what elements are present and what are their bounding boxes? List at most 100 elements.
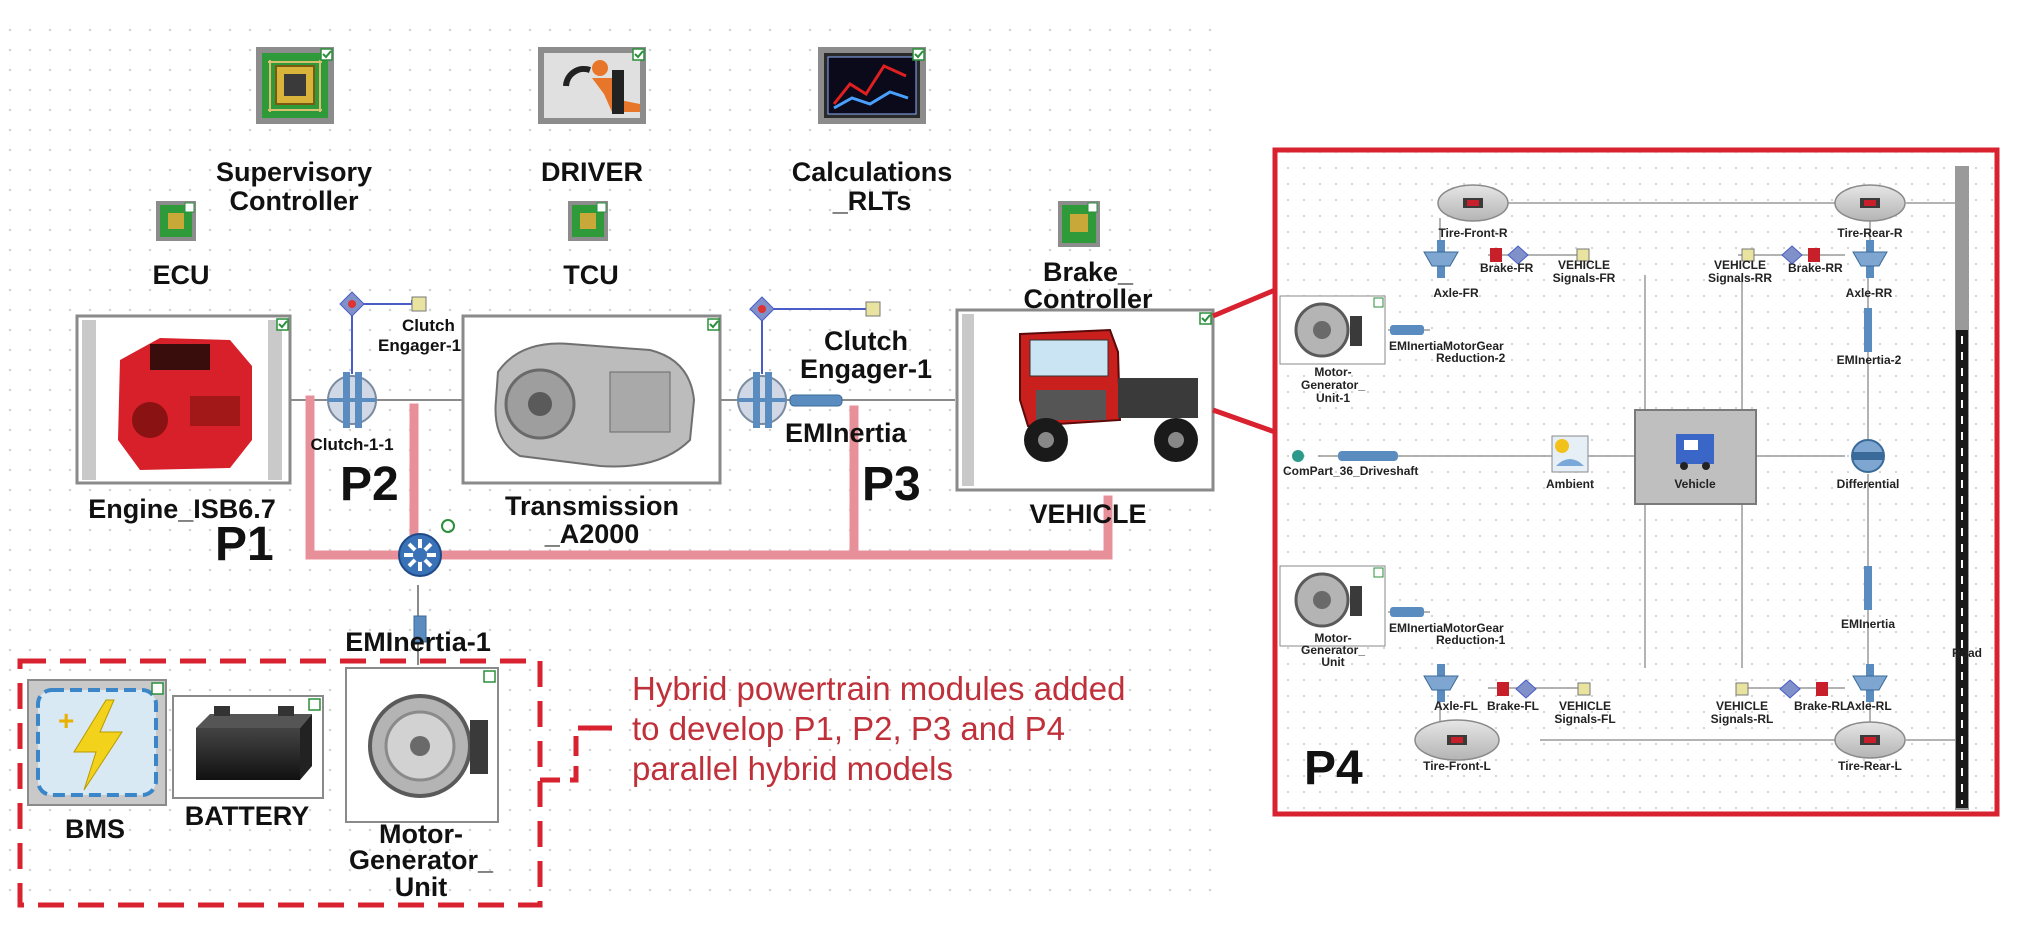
brake-controller-label-1: Brake_: [1043, 257, 1134, 287]
p1-label: P1: [215, 518, 274, 571]
calc-label-2: _RLTs: [832, 186, 912, 216]
pink-electrical-links: [305, 395, 1113, 560]
supervisory-label-2: Controller: [229, 186, 358, 216]
eminertia-1-shaft[interactable]: [413, 615, 427, 643]
tcu-label: TCU: [563, 260, 619, 290]
veh-sig-fr-icon[interactable]: [1576, 248, 1590, 262]
battery-block[interactable]: [172, 695, 324, 799]
bms-label: BMS: [65, 814, 125, 844]
clutch-1-1[interactable]: [327, 372, 377, 428]
p4-ambient-label: Ambient: [1546, 477, 1594, 491]
brake-rl-label: Brake-RL: [1794, 699, 1847, 713]
road-block[interactable]: [1955, 166, 1969, 810]
p4-emi-gear2-label-1: EMInertiaMotorGear: [1389, 339, 1504, 353]
eminertia-label: EMInertia: [785, 418, 908, 448]
clutch-engager-small-label-1: Clutch: [402, 316, 455, 335]
veh-sig-rr-label-1: VEHICLE: [1714, 258, 1766, 272]
eminertia-shaft[interactable]: [789, 394, 843, 407]
veh-sig-rl-icon[interactable]: [1735, 682, 1749, 696]
p4-mgu-2[interactable]: [1279, 565, 1386, 647]
clutch-engager-big-icon[interactable]: [749, 296, 881, 322]
engine-block[interactable]: [75, 314, 292, 485]
p4-label: P4: [1304, 742, 1363, 795]
hybrid-bracket: [540, 725, 590, 783]
veh-sig-fl-label-1: VEHICLE: [1559, 699, 1611, 713]
mgu-label-3: Unit: [395, 872, 447, 902]
clutch-engager-small-icon[interactable]: [339, 291, 427, 317]
clutch-engager-big-label-1: Clutch: [824, 326, 908, 356]
p4-driveshaft[interactable]: [1338, 451, 1398, 461]
tire-fl-label: Tire-Front-L: [1423, 759, 1491, 773]
tire-rear-r[interactable]: [1834, 184, 1906, 222]
p4-mgu2-label-1: Motor-: [1314, 631, 1351, 645]
brake-fl[interactable]: [1497, 679, 1537, 699]
axle-rl[interactable]: [1852, 664, 1888, 702]
axle-fl[interactable]: [1423, 664, 1459, 702]
p4-mgu1-label-2: Generator_: [1301, 378, 1365, 392]
p4-eminertia-shaft[interactable]: [1864, 566, 1872, 610]
p4-emi-gear1-label-1: EMInertiaMotorGear: [1389, 621, 1504, 635]
veh-sig-rl-label-1: VEHICLE: [1716, 699, 1768, 713]
axle-rr[interactable]: [1852, 240, 1888, 278]
tire-front-r[interactable]: [1437, 184, 1509, 222]
driver-block[interactable]: [538, 47, 646, 124]
p4-ambient[interactable]: [1551, 435, 1589, 473]
callout-line-top: [1212, 287, 1276, 319]
bms-block[interactable]: +: [27, 679, 167, 806]
vehicle-block[interactable]: [955, 308, 1215, 492]
brake-fr[interactable]: [1490, 245, 1529, 265]
p4-emi-gear2-shaft[interactable]: [1390, 325, 1424, 335]
callout-line-bottom: [1212, 407, 1276, 435]
p4-emi-gear2-label-2: Reduction-2: [1436, 351, 1506, 365]
p4-differential[interactable]: [1851, 439, 1885, 473]
axle-fr[interactable]: [1423, 240, 1459, 278]
ecu-label: ECU: [152, 260, 209, 290]
transmission-block[interactable]: [461, 314, 722, 485]
tcu-block[interactable]: [568, 201, 608, 241]
p4-vehicle[interactable]: [1634, 409, 1757, 505]
veh-sig-fl-icon[interactable]: [1577, 682, 1591, 696]
electrical-hub[interactable]: [398, 533, 442, 577]
clutch-p3[interactable]: [737, 372, 787, 428]
eminertia-1-label: EMInertia-1: [345, 627, 491, 657]
svg-text:+: +: [58, 705, 74, 736]
p4-emi-gear1-shaft[interactable]: [1390, 607, 1424, 617]
driver-label: DRIVER: [541, 157, 643, 187]
p4-eminertia2-shaft[interactable]: [1864, 308, 1872, 352]
tire-fr-label: Tire-Front-R: [1438, 226, 1507, 240]
transmission-label-1: Transmission: [505, 491, 679, 521]
p4-mgu2-label-2: Generator_: [1301, 643, 1365, 657]
brake-fr-label: Brake-FR: [1480, 261, 1534, 275]
p4-mgu1-label-3: Unit-1: [1316, 391, 1350, 405]
p4-differential-label: Differential: [1837, 477, 1900, 491]
brake-rr[interactable]: [1781, 245, 1820, 265]
brake-fl-label: Brake-FL: [1487, 699, 1539, 713]
axle-fl-label: Axle-FL: [1434, 699, 1478, 713]
p4-vehicle-label: Vehicle: [1674, 477, 1716, 491]
note-line-3: parallel hybrid models: [632, 750, 953, 787]
brake-rl[interactable]: [1779, 679, 1828, 699]
veh-sig-fr-label-2: Signals-FR: [1553, 271, 1616, 285]
p4-mgu-1[interactable]: [1279, 295, 1386, 365]
ecu-block[interactable]: [156, 201, 196, 241]
tire-rear-l[interactable]: [1834, 721, 1906, 759]
vehicle-label: VEHICLE: [1029, 499, 1146, 529]
p4-eminertia-label: EMInertia: [1841, 617, 1895, 631]
veh-sig-rr-icon[interactable]: [1741, 248, 1755, 262]
supervisory-label-1: Supervisory: [216, 157, 372, 187]
clutch-1-1-label: Clutch-1-1: [310, 435, 393, 454]
mgu-label-1: Motor-: [379, 819, 463, 849]
calculations-block[interactable]: [818, 47, 926, 124]
p4-compart-icon[interactable]: [1292, 450, 1304, 462]
tire-rl-label: Tire-Rear-L: [1838, 759, 1902, 773]
battery-label: BATTERY: [185, 801, 310, 831]
supervisory-controller-block[interactable]: [256, 47, 334, 124]
p4-emi-gear1-label-2: Reduction-1: [1436, 633, 1506, 647]
tire-front-l[interactable]: [1414, 719, 1500, 761]
p4-compart-label: ComPart_36_Driveshaft: [1283, 464, 1418, 478]
brake-controller-block[interactable]: [1058, 201, 1100, 247]
motor-generator-block[interactable]: [345, 667, 499, 823]
road-label: Road: [1952, 646, 1982, 660]
